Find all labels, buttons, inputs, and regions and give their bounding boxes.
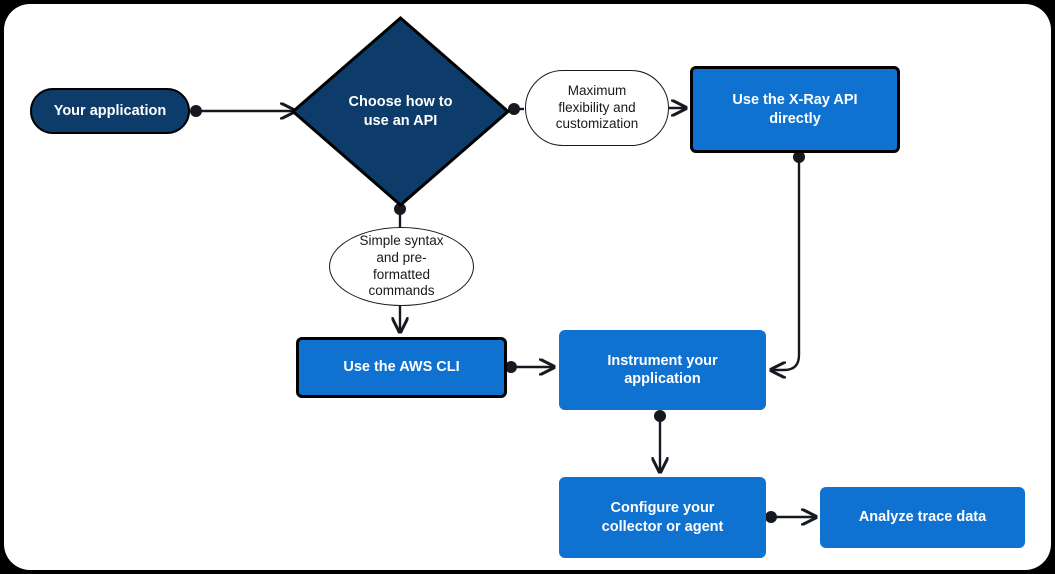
node-use-the-aws-cli[interactable]: Use the AWS CLI <box>296 337 507 398</box>
node-label: Your application <box>53 102 167 119</box>
node-use-the-xray-api-directly[interactable]: Use the X-Ray API directly <box>690 66 900 153</box>
node-label: Use the AWS CLI <box>343 359 460 376</box>
diamond-shape <box>291 16 510 207</box>
node-label: Analyze trace data <box>858 509 987 526</box>
node-your-application[interactable]: Your application <box>30 88 190 134</box>
node-label: Simple syntax and pre- formatted command… <box>359 232 444 299</box>
node-label: Use the X-Ray API directly <box>732 92 858 127</box>
node-label: Choose how to use an API <box>348 93 453 129</box>
node-maximum-flexibility-and-customization[interactable]: Maximum flexibility and customization <box>525 70 669 146</box>
node-choose-how-to-use-an-api[interactable]: Choose how to use an API <box>291 16 510 207</box>
node-simple-syntax-and-pre-formatted-commands[interactable]: Simple syntax and pre- formatted command… <box>329 227 474 306</box>
node-analyze-trace-data[interactable]: Analyze trace data <box>820 487 1025 548</box>
node-configure-your-collector-or-agent[interactable]: Configure your collector or agent <box>559 477 766 558</box>
node-label: Maximum flexibility and customization <box>555 82 639 132</box>
node-label: Configure your collector or agent <box>601 500 724 535</box>
node-instrument-your-application[interactable]: Instrument your application <box>559 330 766 410</box>
node-label: Instrument your application <box>607 352 718 387</box>
